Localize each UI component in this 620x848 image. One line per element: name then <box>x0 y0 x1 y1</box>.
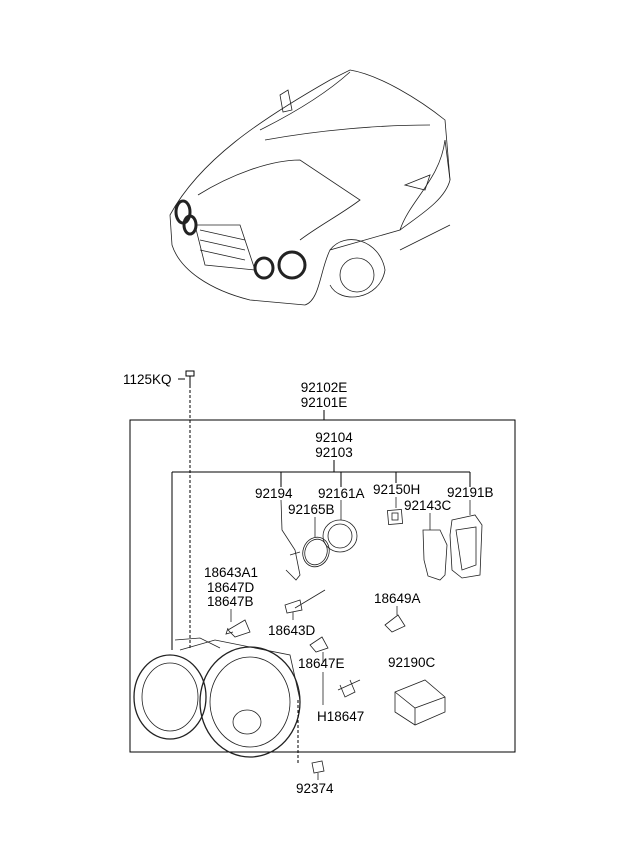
bolt-1125kq: 1125KQ <box>123 370 195 650</box>
label-h18647: H18647 <box>317 709 364 724</box>
car-illustration <box>169 69 451 306</box>
label-92165b: 92165B <box>288 502 335 517</box>
label-92194: 92194 <box>255 486 293 501</box>
label-92374: 92374 <box>296 781 334 796</box>
label-18643a1: 18643A1 <box>204 565 258 580</box>
label-18647e: 18647E <box>298 656 345 671</box>
label-92102e: 92102E <box>301 380 348 395</box>
label-18647b: 18647B <box>207 594 254 609</box>
assembly-frame <box>129 419 516 753</box>
label-92103: 92103 <box>315 445 353 460</box>
label-92161a: 92161A <box>318 486 365 501</box>
label-18643d: 18643D <box>268 623 316 638</box>
label-1125kq: 1125KQ <box>123 372 172 387</box>
part-drawings <box>133 497 483 780</box>
label-92104: 92104 <box>315 430 353 445</box>
label-92191b: 92191B <box>447 485 494 500</box>
label-92101e: 92101E <box>301 395 348 410</box>
sub-assembly-bracket <box>171 460 471 650</box>
label-92143c: 92143C <box>404 498 452 513</box>
label-18647d: 18647D <box>207 580 255 595</box>
label-92150h: 92150H <box>373 482 420 497</box>
label-92190c: 92190C <box>388 655 436 670</box>
label-18649a: 18649A <box>374 591 421 606</box>
